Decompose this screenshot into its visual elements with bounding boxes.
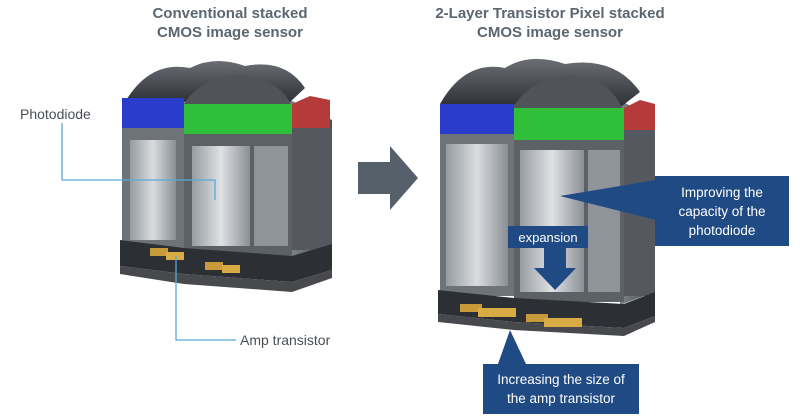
conventional-sensor-title: Conventional stacked CMOS image sensor bbox=[152, 5, 308, 41]
amp-transistor-leader-line bbox=[175, 256, 236, 341]
two-layer-sensor-title: 2-Layer Transistor Pixel stacked CMOS im… bbox=[435, 5, 665, 41]
expansion-down-arrow-icon bbox=[534, 248, 576, 290]
amp-transistor-label: Amp transistor bbox=[240, 332, 331, 348]
conventional-sensor-illustration bbox=[120, 60, 332, 292]
amp-transistor-right-3 bbox=[526, 314, 548, 322]
amp-transistor-right-2 bbox=[478, 308, 516, 317]
amp-callout-pointer bbox=[498, 330, 526, 364]
photodiode-label: Photodiode bbox=[20, 106, 91, 122]
expansion-label: expansion bbox=[508, 226, 588, 248]
amp-transistor-left-1 bbox=[150, 248, 168, 256]
amp-size-callout: Increasing the size of the amp transisto… bbox=[483, 364, 639, 414]
amp-transistor-right-1 bbox=[460, 304, 482, 312]
capacity-callout-pointer bbox=[560, 180, 656, 220]
amp-transistor-left-3 bbox=[205, 262, 223, 270]
photodiode-leader-line bbox=[61, 123, 216, 200]
transition-arrow-icon bbox=[358, 146, 418, 210]
amp-transistor-left-2 bbox=[166, 252, 184, 260]
amp-transistor-left-4 bbox=[222, 265, 240, 273]
capacity-callout: Improving the capacity of the photodiode bbox=[655, 176, 789, 246]
amp-transistor-right-4 bbox=[544, 318, 582, 327]
